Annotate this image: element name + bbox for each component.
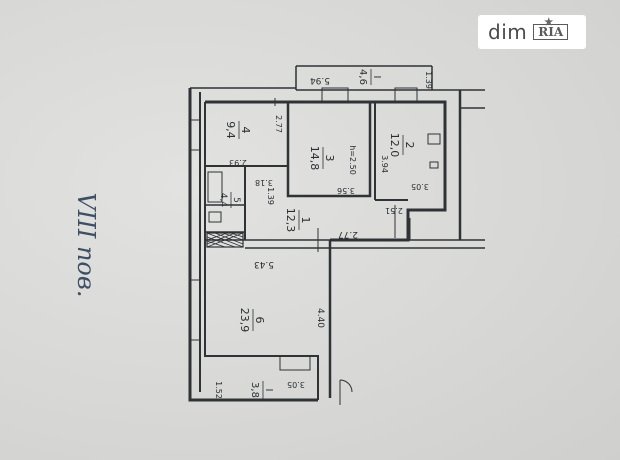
dim-h250: h=2.50 — [348, 145, 357, 175]
room-number: I — [371, 76, 382, 79]
room-label-4: 4 9,4 — [224, 121, 252, 139]
entry-door-arc — [339, 379, 353, 393]
room-label-balcony: I 4,6 — [357, 69, 382, 85]
toilet-icon — [208, 211, 222, 223]
room-number: 6 — [253, 317, 266, 324]
floor-label: VIII пов. — [72, 193, 100, 298]
dim-305b: 3.05 — [287, 380, 305, 389]
dim-594: 5.94 — [310, 75, 330, 85]
dim-394: 3.94 — [380, 155, 389, 173]
dim-277a: 2.77 — [274, 115, 283, 133]
room-area: 9,4 — [224, 121, 237, 139]
window-room4 — [189, 119, 201, 151]
dim-305: 3.05 — [411, 182, 429, 191]
room-label-2: 2 12,0 — [388, 133, 416, 158]
room-area: 12,0 — [388, 133, 401, 158]
inner-wall-apartment-left — [204, 102, 319, 400]
room-area: 4,4 — [218, 193, 228, 208]
bathtub-icon — [207, 171, 223, 203]
dim-277b: 2.77 — [338, 229, 358, 239]
window-room6 — [189, 279, 201, 341]
wall-room3 — [286, 102, 372, 198]
room-area: 4,6 — [357, 69, 368, 85]
room-label-hall: I 3,8 — [249, 381, 274, 399]
outer-wall-top-right — [205, 100, 447, 242]
room-number: 4 — [239, 127, 252, 134]
outer-wall-left-bottom — [188, 88, 318, 402]
dim-293: 2.93 — [229, 158, 247, 167]
dim-139b: 1.39 — [266, 187, 275, 205]
dim-440: 4.40 — [315, 308, 325, 328]
room-label-3: 3 14,8 — [308, 146, 336, 171]
stove-icon — [427, 133, 441, 145]
dimension-labels: 5.94 1.39 2.77 2.93 3.18 1.39 3.56 h=2.5… — [214, 71, 433, 399]
dim-356: 3.56 — [337, 186, 355, 195]
room-number: 3 — [323, 155, 336, 162]
room-number: 2 — [403, 142, 416, 149]
dim-139: 1.39 — [424, 71, 433, 89]
star-icon: ★ — [544, 17, 554, 28]
sink-icon — [429, 161, 439, 169]
room-label-1: 1 12,3 — [284, 208, 312, 233]
room-label-5: 5 4,4 — [218, 192, 241, 208]
window-room2 — [394, 87, 418, 103]
room-number: 1 — [299, 217, 312, 224]
dim-251: 2.51 — [385, 206, 403, 215]
room-area: 14,8 — [308, 146, 321, 171]
window-room6-bottom — [279, 355, 311, 371]
room-label-6: 6 23,9 — [238, 308, 266, 333]
dim-318: 3.18 — [255, 178, 273, 187]
watermark-brand: dim — [488, 20, 528, 44]
plan-walls — [188, 65, 485, 405]
dimria-watermark: dim ★ RIA — [478, 15, 586, 49]
room-area: 12,3 — [284, 208, 297, 233]
room-number: I — [263, 389, 274, 392]
room-area: 3,8 — [249, 382, 260, 398]
shaft-hatching — [206, 232, 244, 248]
room-number: 5 — [231, 197, 241, 203]
dim-543: 5.43 — [254, 259, 274, 269]
balcony-door — [321, 87, 349, 103]
watermark-badge: ★ RIA — [533, 17, 569, 40]
watermark-badge-text: RIA — [538, 25, 564, 39]
dim-152: 1.52 — [214, 381, 223, 399]
room-area: 23,9 — [238, 308, 251, 333]
